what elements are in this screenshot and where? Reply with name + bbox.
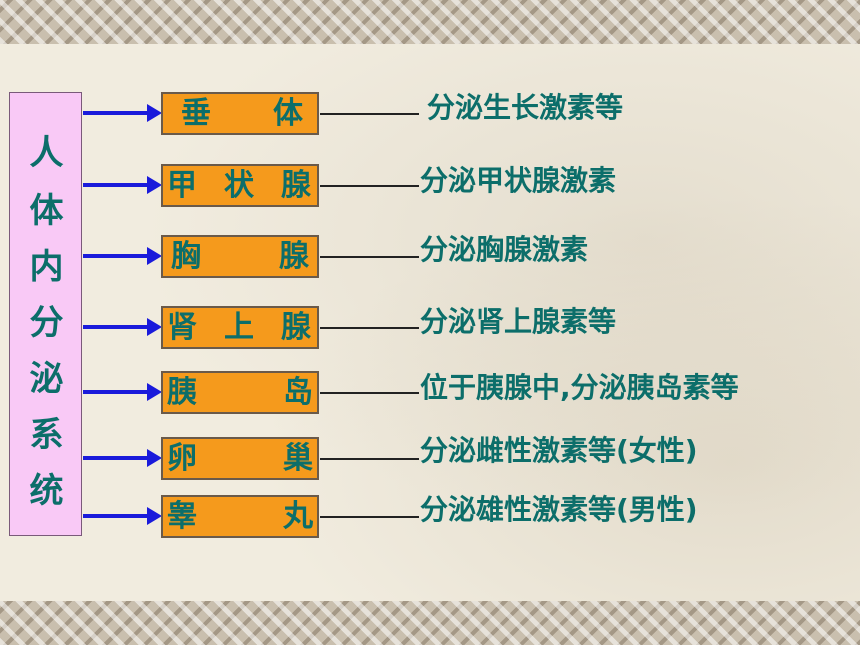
connector-line xyxy=(320,516,419,518)
gland-char: 垂 xyxy=(181,96,211,131)
connector-line xyxy=(320,256,419,258)
gland-char: 腺 xyxy=(279,239,309,274)
system-label-char: 体 xyxy=(29,191,64,231)
gland-box-adrenal: 肾 上 腺 xyxy=(161,306,319,349)
arrow-head xyxy=(147,318,162,336)
gland-function-text: 分泌胸腺激素 xyxy=(420,233,589,266)
arrow-line xyxy=(83,514,149,518)
gland-char: 丸 xyxy=(283,499,313,534)
arrow-line xyxy=(83,254,149,258)
gland-box-ovary: 卵 巢 xyxy=(161,437,319,480)
gland-function-text: 分泌雄性激素等(男性) xyxy=(420,493,698,526)
system-label-char: 统 xyxy=(29,471,64,511)
arrow-head xyxy=(147,507,162,525)
gland-function-text: 分泌肾上腺素等 xyxy=(420,305,617,338)
system-label-char: 人 xyxy=(29,133,64,173)
gland-box-thymus: 胸 腺 xyxy=(161,235,319,278)
gland-function-text: 分泌生长激素等 xyxy=(427,91,624,124)
gland-char: 腺 xyxy=(281,310,311,345)
arrow-head xyxy=(147,104,162,122)
arrow-line xyxy=(83,456,149,460)
gland-char: 状 xyxy=(224,168,254,203)
gland-char: 卵 xyxy=(167,441,197,476)
arrow-head xyxy=(147,247,162,265)
gland-function-text: 分泌雌性激素等(女性) xyxy=(420,434,698,467)
system-label-char: 分 xyxy=(29,303,64,343)
gland-function-text: 分泌甲状腺激素 xyxy=(420,164,617,197)
connector-line xyxy=(320,113,419,115)
gland-char: 岛 xyxy=(283,375,313,410)
arrow-line xyxy=(83,111,149,115)
gland-box-pituitary: 垂 体 xyxy=(161,92,319,135)
gland-char: 巢 xyxy=(283,441,313,476)
system-label-char: 内 xyxy=(29,247,64,287)
gland-char: 甲 xyxy=(167,168,197,203)
arrow-head xyxy=(147,383,162,401)
decorative-border-top xyxy=(0,0,860,44)
connector-line xyxy=(320,458,419,460)
arrow-line xyxy=(83,390,149,394)
arrow-line xyxy=(83,325,149,329)
arrow-head xyxy=(147,176,162,194)
gland-char: 胰 xyxy=(167,375,197,410)
gland-box-testis: 睾 丸 xyxy=(161,495,319,538)
connector-line xyxy=(320,327,419,329)
gland-function-text: 位于胰腺中,分泌胰岛素等 xyxy=(420,371,739,404)
background-texture xyxy=(0,44,860,601)
gland-char: 腺 xyxy=(281,168,311,203)
gland-box-pancreatic-islet: 胰 岛 xyxy=(161,371,319,414)
arrow-head xyxy=(147,449,162,467)
gland-char: 上 xyxy=(224,310,254,345)
gland-char: 胸 xyxy=(171,239,201,274)
gland-box-thyroid: 甲 状 腺 xyxy=(161,164,319,207)
system-label-char: 系 xyxy=(29,415,64,455)
arrow-line xyxy=(83,183,149,187)
system-label-char: 泌 xyxy=(29,359,64,399)
connector-line xyxy=(320,185,419,187)
connector-line xyxy=(320,392,419,394)
endocrine-system-box: 人 体 内 分 泌 系 统 xyxy=(9,92,82,536)
gland-char: 肾 xyxy=(167,310,197,345)
decorative-border-bottom xyxy=(0,601,860,645)
gland-char: 体 xyxy=(273,96,303,131)
gland-char: 睾 xyxy=(167,499,197,534)
